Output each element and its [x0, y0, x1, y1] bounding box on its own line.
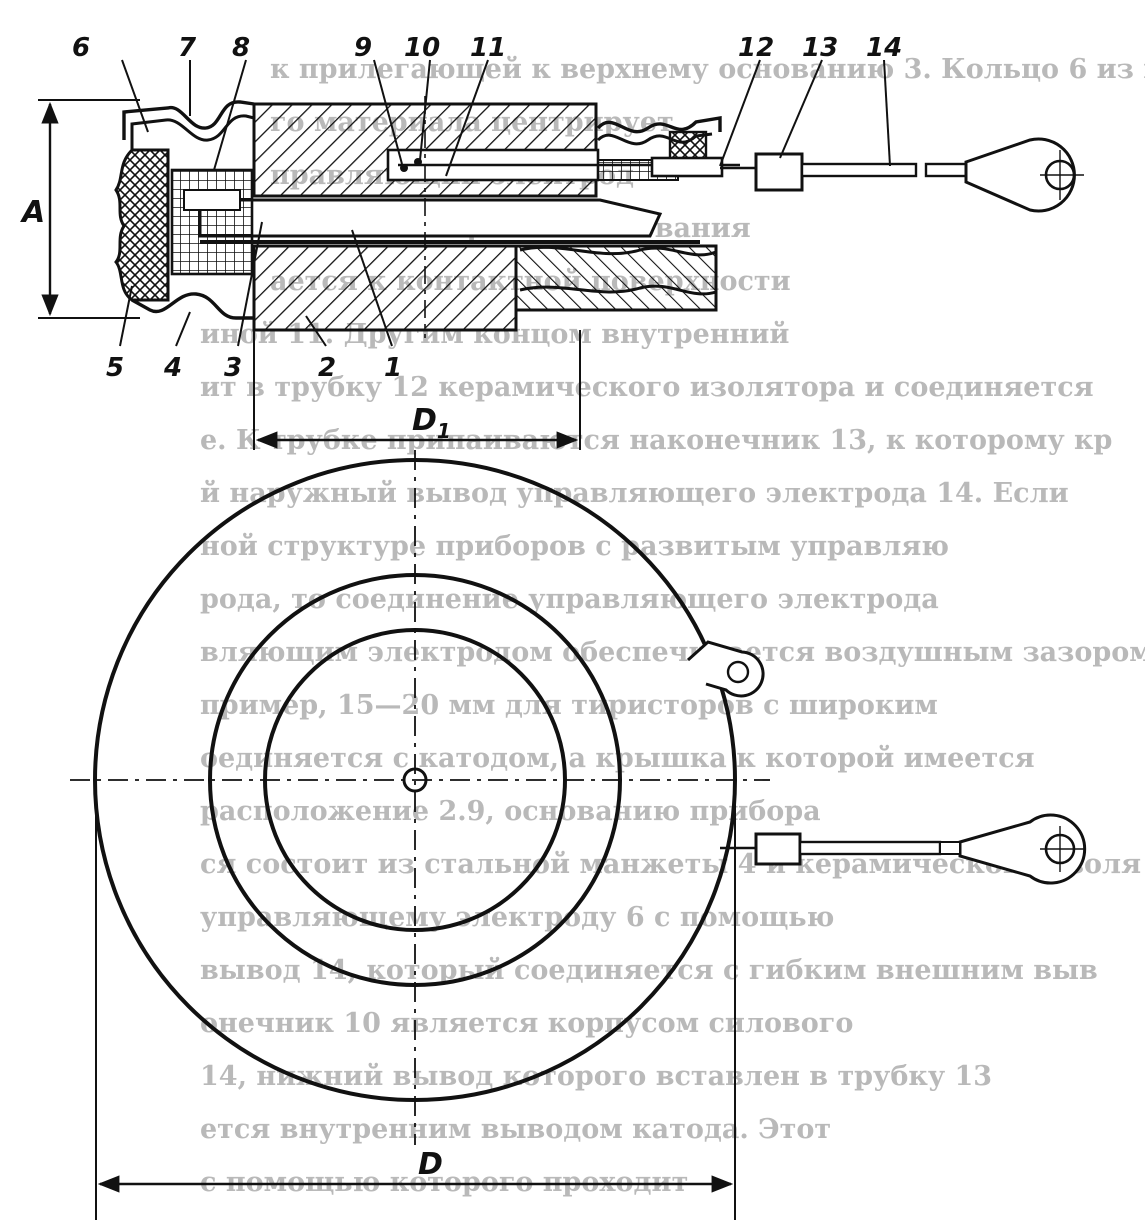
- semiconductor-wafer: [198, 198, 663, 238]
- bleed-line: управляющему электроду 6 с помощью: [200, 902, 834, 933]
- bleed-line: вывод 14, который соединяется с гибким в…: [200, 955, 1098, 986]
- bleed-line: онечник 10 является корпусом силового: [200, 1008, 853, 1039]
- bleed-line: к прилегающей к верхнему основанию 3. Ко…: [270, 54, 1145, 85]
- bleed-line: пример, 15—20 мм для тиристоров с широки…: [200, 690, 938, 721]
- bleed-line: рода, то соединение управляющего электро…: [200, 584, 939, 615]
- label-1: 1: [384, 353, 402, 383]
- plan-lug-tab: [686, 640, 765, 698]
- bleed-line: 14, нижний вывод которого вставлен в тру…: [200, 1061, 992, 1092]
- label-4: 4: [163, 353, 182, 383]
- label-6: 6: [72, 33, 90, 63]
- bleed-line: ной структуре приборов с развитым управл…: [200, 531, 949, 562]
- label-2: 2: [318, 353, 336, 383]
- label-12: 12: [738, 33, 774, 63]
- bleed-line: ит в трубку 12 керамического изолятора и…: [200, 372, 1094, 403]
- label-3: 3: [224, 353, 242, 383]
- bleed-line: й наружный вывод управляющего электрода …: [200, 478, 1069, 509]
- dimension-d-label: D: [418, 1147, 443, 1182]
- label-10: 10: [404, 33, 440, 63]
- label-8: 8: [232, 33, 250, 63]
- upper-flange: [122, 100, 255, 140]
- lower-flange: [131, 292, 254, 320]
- dimension-d1-label: D1: [412, 403, 451, 443]
- ceramic-insulator: [114, 148, 170, 302]
- label-7: 7: [178, 33, 197, 63]
- bleed-line: расположение 2.9, основанию прибора: [200, 796, 821, 827]
- label-11: 11: [470, 33, 506, 63]
- lower-base: [252, 244, 518, 332]
- label-14: 14: [866, 33, 902, 63]
- label-13: 13: [802, 33, 838, 63]
- gate-lead: [800, 162, 918, 178]
- ceramic-tube: [650, 156, 724, 178]
- dimension-a-label: A: [20, 195, 45, 230]
- plan-view: D: [70, 450, 1087, 1220]
- bleed-line: с помощью которого проходит: [200, 1167, 688, 1198]
- centering-ring: [170, 168, 254, 276]
- bleed-line: ется внутренним выводом катода. Этот: [200, 1114, 831, 1145]
- label-9: 9: [354, 33, 372, 63]
- label-5: 5: [106, 353, 124, 383]
- bleed-line: вляющим электродом обеспечивается воздуш…: [200, 637, 1145, 668]
- terminal-ferrule: [754, 152, 804, 192]
- section-view: A: [20, 33, 1084, 450]
